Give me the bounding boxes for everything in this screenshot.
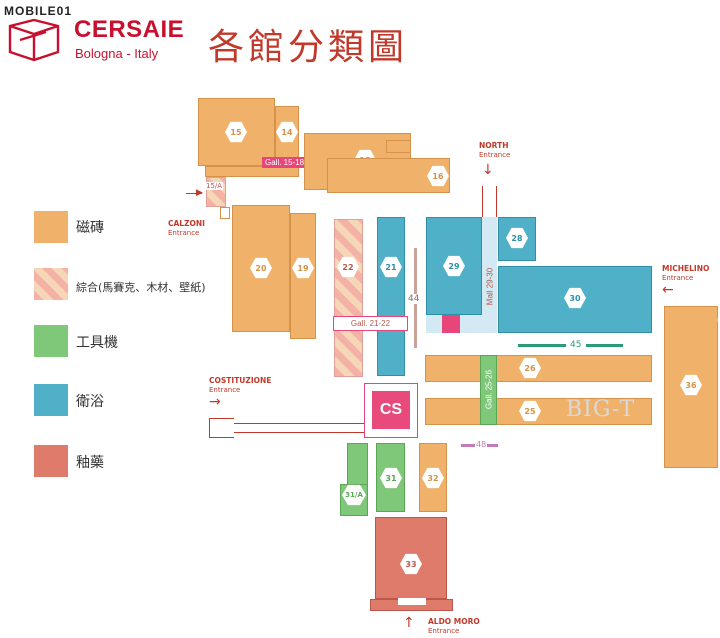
hall-36-label: 36 [680,374,702,396]
corridor-45-right [586,344,623,347]
gallery-21-22: Gall. 21-22 [333,316,408,331]
connector-15a [220,207,230,219]
legend-label-tools: 工具機 [76,335,118,351]
hall-19-label: 19 [292,257,314,279]
hall-21-label: 21 [380,256,402,278]
hall-28-label: 28 [506,227,528,249]
hall-33-label: 33 [400,553,422,575]
north-entrance-name: NORTH [479,141,509,150]
aldo-moro-arrow-icon: ↑ [403,615,415,631]
watermark-text: MOBILE01 [4,4,73,18]
brand-location: Bologna - Italy [75,46,159,61]
mall-29-30 [482,217,497,333]
corridor-48-left [461,444,475,447]
hall-36-ext [690,318,718,322]
legend-swatch-bath [34,384,68,416]
north-path [482,186,497,217]
corridor-44-label: 44 [408,294,420,304]
gallery-25-26-label: Gall. 25-26 [484,369,494,410]
michelino-arrow-icon: ← [662,282,674,298]
costituzione-entrance-name: COSTITUZIONE [209,376,272,385]
mall-29-30-label: Mall 29-30 [485,267,495,306]
hall-cs[interactable]: CS [372,391,410,429]
legend-swatch-mixed [34,268,68,300]
costituzione-corridor [234,423,364,433]
hall-26-label: 26 [519,357,541,379]
hall-20-label: 20 [250,257,272,279]
hall-31-label: 31 [380,467,402,489]
pink-block [442,315,460,333]
hall-18-ext [386,140,411,153]
corridor-48-right [487,444,498,447]
aldo-moro-entrance-sub: Entrance [428,627,460,635]
hall-29-label: 29 [443,255,465,277]
calzoni-arrow-icon [186,193,202,194]
hall-15-strip [205,166,299,177]
hall-14-label: 14 [276,121,298,143]
michelino-entrance-name: MICHELINO [662,264,710,273]
gallery-15-18: Gall. 15-18 [262,157,308,168]
calzoni-entrance-name: CALZONI [168,219,205,228]
hall-31a-label: 31/A [342,484,366,506]
calzoni-entrance-sub: Entrance [168,229,200,237]
hall-31a-top [347,443,368,484]
legend-swatch-glaze [34,445,68,477]
cersaie-logo-icon [8,18,60,62]
hall-15-label: 15 [225,121,247,143]
watermark-overlay: BIG-T [566,397,636,422]
calzoni-arrow-head-icon: ▶ [196,188,203,198]
costituzione-entrance-sub: Entrance [209,386,241,394]
hall-16-label: 16 [427,165,449,187]
legend-swatch-tile [34,211,68,243]
corridor-48-label: 48 [476,440,487,449]
costituzione-path [209,418,234,438]
hall-30-label: 30 [564,287,586,309]
hall-21[interactable] [377,217,405,376]
north-entrance-sub: Entrance [479,151,511,159]
hall-33-notch [398,598,426,605]
gallery-25-26-block [480,355,497,425]
legend-label-glaze: 釉藥 [76,455,104,471]
legend-label-mixed: 綜合(馬賽克、木材、壁紙) [76,281,206,294]
aldo-moro-entrance-name: ALDO MORO [428,617,480,626]
hall-25-label: 25 [519,400,541,422]
north-arrow-icon: ↓ [482,162,494,178]
hall-32-label: 32 [422,467,444,489]
legend-label-bath: 衛浴 [76,394,104,410]
corridor-45-left [518,344,566,347]
legend-swatch-tools [34,325,68,357]
hall-22-label: 22 [337,256,359,278]
hall-15a-label: 15/A [205,182,224,190]
legend-label-tile: 磁磚 [76,220,104,236]
michelino-entrance-sub: Entrance [662,274,694,282]
brand-name: CERSAIE [74,16,185,43]
corridor-45-label: 45 [570,340,582,350]
hall-22[interactable] [334,219,363,377]
costituzione-arrow-icon: → [209,394,221,410]
page-title: 各館分類圖 [208,27,409,68]
cs-frame [364,383,418,438]
